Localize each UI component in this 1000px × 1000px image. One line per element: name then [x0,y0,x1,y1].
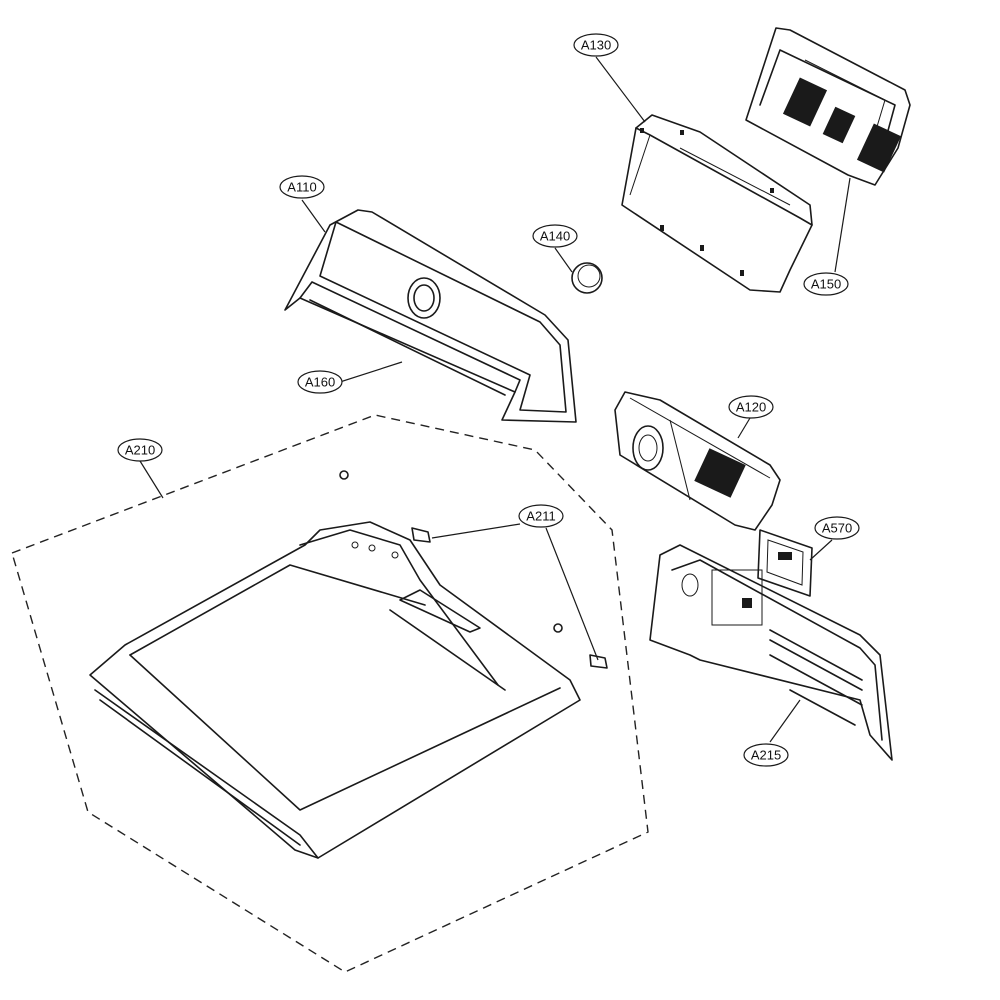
svg-text:A210: A210 [125,443,155,458]
svg-text:A150: A150 [811,277,841,292]
label-a160: A160 [297,370,343,394]
label-a210: A210 [117,438,163,462]
part-a150-housing [745,27,911,186]
label-a110: A110 [279,175,325,199]
svg-text:A140: A140 [540,229,570,244]
label-a120: A120 [728,395,774,419]
a210-assembly-boundary [11,414,649,973]
part-a120-pcb [614,391,781,531]
part-a140-knob [571,262,603,294]
part-a215-back-panel [649,544,893,761]
leader-lines [139,56,851,743]
svg-text:A215: A215 [751,748,781,763]
svg-text:A160: A160 [305,375,335,390]
part-a130-control-board [621,114,813,293]
label-a130: A130 [573,33,619,57]
label-a211: A211 [518,504,564,528]
label-a140: A140 [532,224,578,248]
svg-text:A570: A570 [822,521,852,536]
label-a215: A215 [743,743,789,767]
label-a150: A150 [803,272,849,296]
part-a211-hinges [339,470,608,669]
part-a570-bracket [757,529,813,597]
svg-text:A120: A120 [736,400,766,415]
svg-text:A130: A130 [581,38,611,53]
svg-text:A211: A211 [526,509,555,524]
part-a210-top-lid [89,521,581,859]
label-a570: A570 [814,516,860,540]
svg-text:A110: A110 [287,180,316,195]
part-a110-control-panel [284,209,577,423]
